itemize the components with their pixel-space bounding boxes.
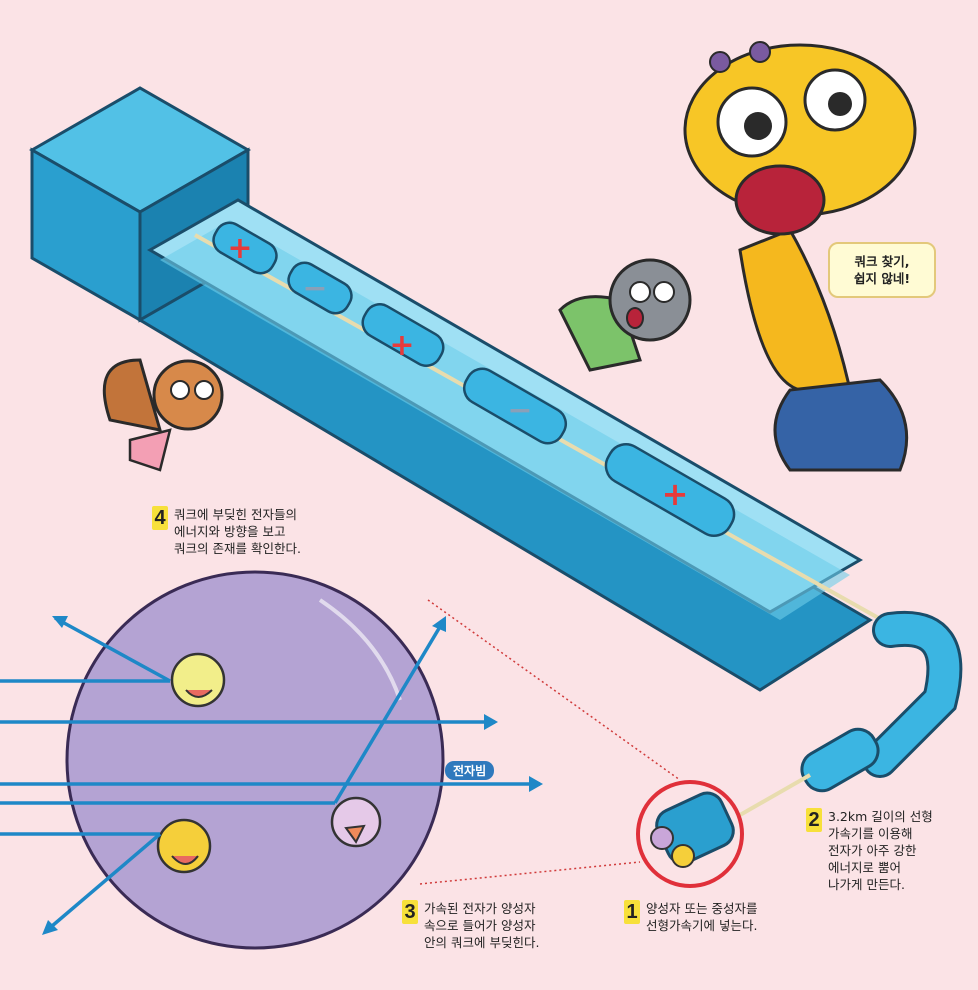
drift-tube-1 [212, 221, 278, 275]
cat-character [558, 258, 692, 372]
step-1: 1 양성자 또는 중성자를 선형가속기에 넣는다. [624, 900, 757, 934]
drift-tube-2 [287, 261, 353, 315]
step-4-number: 4 [152, 506, 168, 530]
step-3: 3 가속된 전자가 양성자 속으로 들어가 양성자 안의 쿼크에 부딪힌다. [402, 900, 539, 951]
drift-tube-5 [604, 443, 736, 537]
tube-sign-3: + [389, 328, 414, 363]
quark-1 [170, 652, 226, 708]
tube-sign-1: + [227, 231, 252, 266]
quark-3 [330, 796, 382, 848]
quark-2 [156, 818, 212, 874]
step-2-number: 2 [806, 808, 822, 832]
drift-tubes: + − + − + [212, 221, 736, 537]
speech-bubble: 쿼크 찾기, 쉽지 않네! [828, 242, 936, 298]
step-1-number: 1 [624, 900, 640, 924]
electron-beams [0, 616, 543, 935]
drift-tube-4 [462, 367, 568, 445]
step-4-text: 쿼크에 부딪힌 전자들의 에너지와 방향을 보고 쿼크의 존재를 확인한다. [174, 507, 301, 556]
particle-source [636, 780, 744, 888]
tube-sign-4: − [507, 393, 532, 428]
giraffe-character [683, 41, 917, 472]
tube-sign-5: + [662, 475, 689, 513]
drift-tube-3 [361, 303, 445, 367]
step-2-text: 3.2km 길이의 선형 가속기를 이용해 전자가 아주 강한 에너지로 뿜어 … [828, 809, 933, 892]
step-2: 2 3.2km 길이의 선형 가속기를 이용해 전자가 아주 강한 에너지로 뿜… [806, 808, 933, 893]
tube-sign-2: − [302, 271, 327, 306]
step-3-text: 가속된 전자가 양성자 속으로 들어가 양성자 안의 쿼크에 부딪힌다. [424, 901, 540, 950]
squirrel-character [102, 358, 224, 472]
proton-sphere [65, 570, 445, 950]
step-1-text: 양성자 또는 중성자를 선형가속기에 넣는다. [646, 901, 758, 933]
injector-pipe [739, 610, 963, 817]
step-4: 4 쿼크에 부딪힌 전자들의 에너지와 방향을 보고 쿼크의 존재를 확인한다. [152, 506, 301, 557]
electron-beam-label: 전자빔 [445, 761, 495, 780]
dotted-guides [419, 599, 681, 885]
step-3-number: 3 [402, 900, 418, 924]
